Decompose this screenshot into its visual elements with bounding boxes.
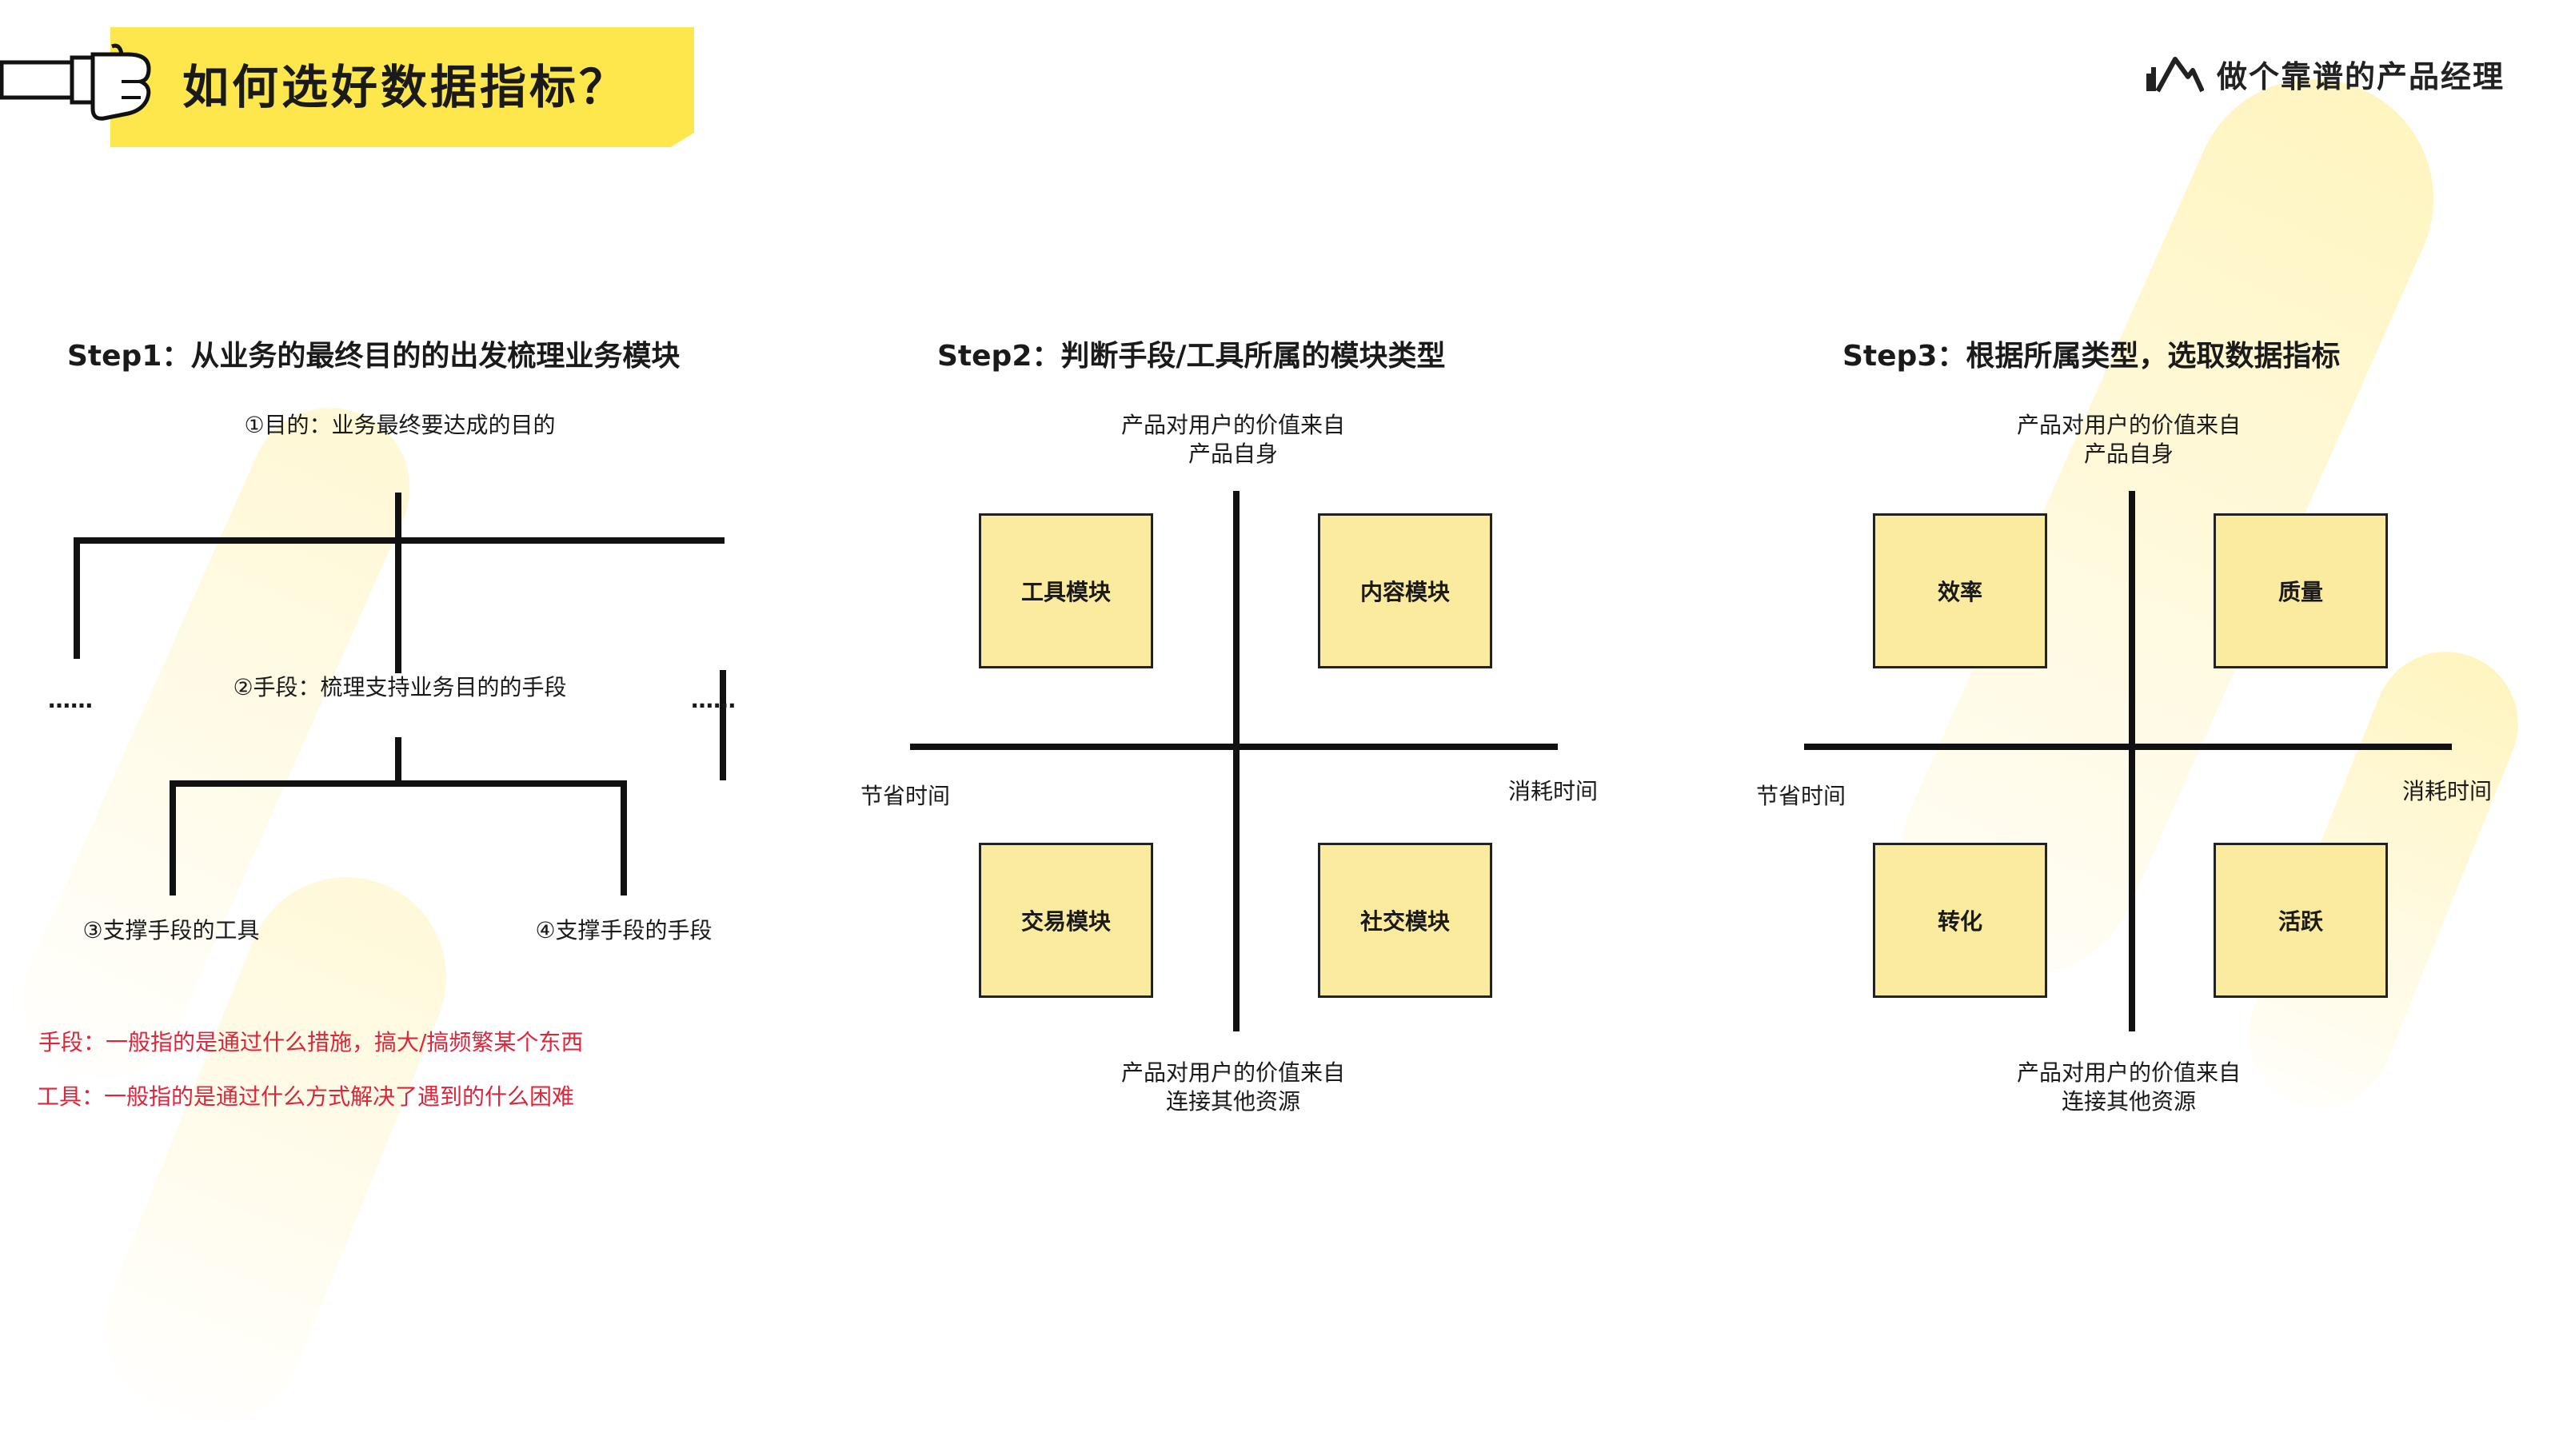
- step2-right-label: 消耗时间: [1508, 778, 1599, 804]
- card-tool-module: 工具模块: [979, 513, 1153, 668]
- tree-connector: [621, 780, 627, 896]
- card-quality: 质量: [2214, 513, 2388, 668]
- brand-name: 做个靠谱的产品经理: [2217, 58, 2505, 94]
- step3-left-label: 节省时间: [1756, 783, 1846, 809]
- ellipsis-left: ……: [48, 687, 93, 713]
- note-means: 手段：一般指的是通过什么措施，搞大/搞频繁某个东西: [38, 1029, 584, 1055]
- tree-connector: [720, 670, 726, 780]
- step1-tool-label: ③支撑手段的工具: [82, 917, 260, 943]
- step2-title: Step2：判断手段/工具所属的模块类型: [937, 340, 1446, 373]
- step2-top-label-line1: 产品对用户的价值来自: [1120, 412, 1346, 438]
- step3-top-label-line1: 产品对用户的价值来自: [2016, 412, 2242, 438]
- step2-top-label-line2: 产品自身: [1188, 441, 1279, 467]
- step1-means-label: ②手段：梳理支持业务目的的手段: [233, 674, 567, 700]
- card-efficiency: 效率: [1873, 513, 2047, 668]
- step3-right-label: 消耗时间: [2402, 778, 2493, 804]
- step3-bottom-label-line1: 产品对用户的价值来自: [2016, 1059, 2242, 1086]
- step1-goal-label: ①目的：业务最终要达成的目的: [244, 412, 556, 438]
- quadrant-vertical-axis: [2129, 491, 2135, 1031]
- card-social-module: 社交模块: [1318, 843, 1492, 998]
- ellipsis-right: ……: [691, 687, 736, 713]
- note-tool: 工具：一般指的是通过什么方式解决了遇到的什么困难: [37, 1083, 575, 1110]
- tree-connector: [170, 780, 176, 896]
- step2-bottom-label-line1: 产品对用户的价值来自: [1120, 1059, 1346, 1086]
- tree-connector: [395, 737, 401, 784]
- step2-left-label: 节省时间: [860, 783, 951, 809]
- quadrant-vertical-axis: [1233, 491, 1240, 1031]
- brand-logo: 做个靠谱的产品经理: [2143, 48, 2505, 99]
- mountain-logo-icon: [2146, 57, 2204, 93]
- title-band: [110, 27, 694, 147]
- tree-connector: [170, 780, 627, 787]
- pointing-hand-icon: [0, 43, 151, 121]
- tree-connector: [74, 537, 80, 659]
- card-conversion: 转化: [1873, 843, 2047, 998]
- step1-title: Step1：从业务的最终目的的出发梳理业务模块: [67, 340, 681, 373]
- card-content-module: 内容模块: [1318, 513, 1492, 668]
- tree-connector: [395, 493, 401, 673]
- quadrant-horizontal-axis: [1804, 744, 2452, 750]
- card-trade-module: 交易模块: [979, 843, 1153, 998]
- quadrant-horizontal-axis: [910, 744, 1558, 750]
- step2-bottom-label-line2: 连接其他资源: [1165, 1088, 1301, 1115]
- step3-title: Step3：根据所属类型，选取数据指标: [1842, 340, 2341, 373]
- card-activity: 活跃: [2214, 843, 2388, 998]
- tree-connector: [74, 537, 725, 544]
- page-title: 如何选好数据指标？: [182, 60, 629, 114]
- step3-top-label-line2: 产品自身: [2083, 441, 2174, 467]
- step3-bottom-label-line2: 连接其他资源: [2061, 1088, 2197, 1115]
- step1-means-support-label: ④支撑手段的手段: [535, 917, 713, 943]
